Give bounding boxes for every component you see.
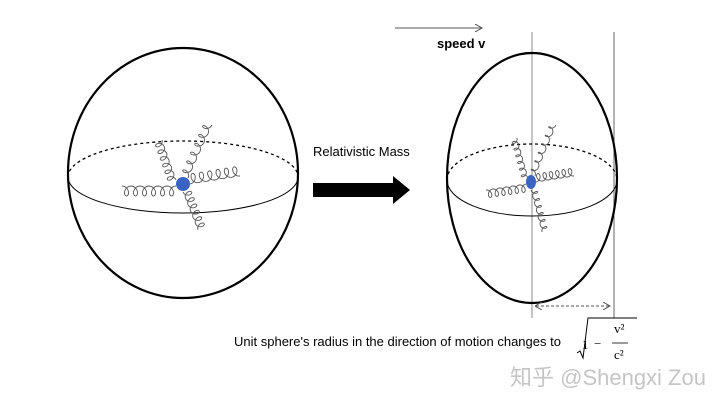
spring-coil [121,185,177,197]
equator-front [446,179,618,217]
equator-back [67,140,299,178]
formula-one: 1 [582,337,589,352]
equator-back [446,143,618,181]
spring-coil [530,124,557,177]
caption: Unit sphere's radius in the direction of… [234,334,561,349]
rest-sphere [66,46,300,300]
spring-coil [535,168,574,183]
sphere-outline [66,46,300,300]
transition-label: Relativistic Mass [313,144,410,159]
spring-coil [189,166,241,185]
spring-coil [486,183,527,198]
spring-coil [182,124,213,179]
formula-minus: − [594,336,602,351]
spring-coil [155,139,177,181]
gluon-springs [486,124,574,233]
sqrt-sign [576,317,637,360]
particle-dot [526,175,536,189]
spring-coil [530,189,548,233]
equator-front [67,176,299,214]
particle-dot [176,177,190,191]
spring-coil [182,190,205,231]
moving-sphere [445,32,619,318]
formula-denominator: c² [614,347,624,362]
speed-label: speed v [437,36,486,51]
formula-numerator: v² [614,321,625,336]
watermark: 知乎 @Shengxi Zou [510,365,706,390]
transition-arrow [313,176,410,204]
spring-coil [511,137,529,179]
gluon-springs [121,124,241,231]
